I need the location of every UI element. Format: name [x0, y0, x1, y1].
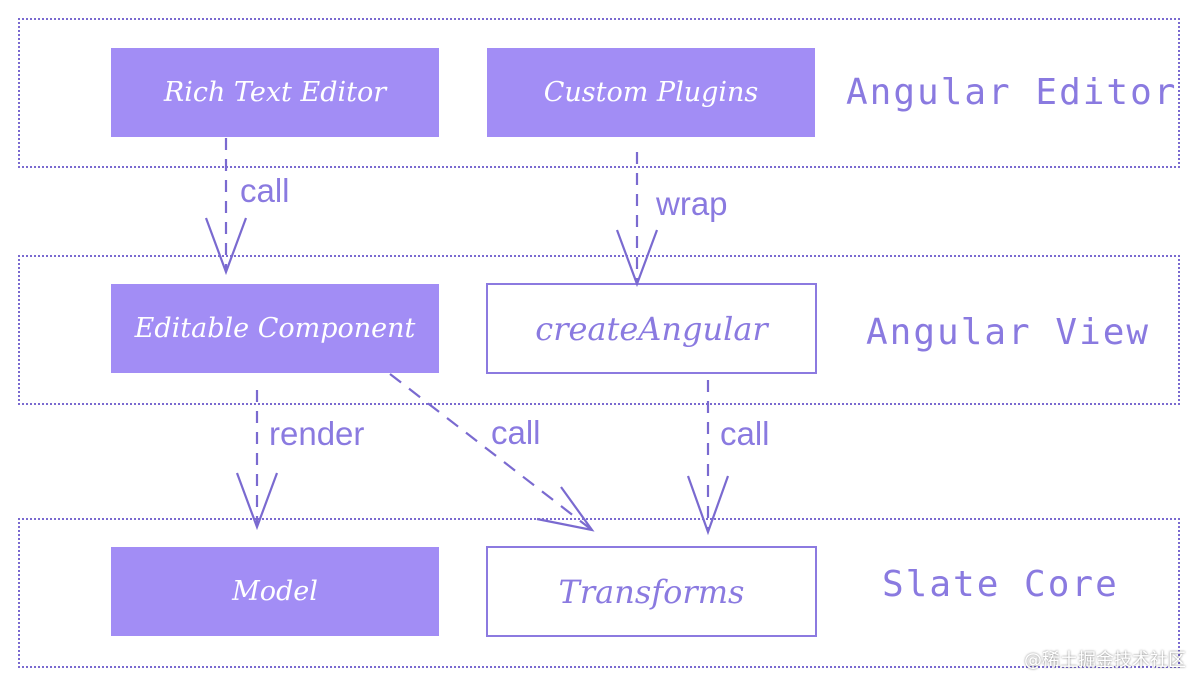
watermark: @稀土掘金技术社区	[1024, 650, 1186, 671]
rich-text-editor-box: Rich Text Editor	[111, 48, 439, 137]
arrow-plugins-to-create	[615, 152, 659, 288]
transforms-box: Transforms	[486, 546, 817, 637]
arrow-editable-to-model	[235, 390, 279, 531]
layer-label-angular-view: Angular View	[866, 312, 1151, 353]
arrow-editor-to-editable	[204, 138, 248, 276]
editable-component-box: Editable Component	[111, 284, 439, 373]
layer-label-slate-core: Slate Core	[882, 564, 1119, 605]
edge-label-plugins-wrap: wrap	[656, 185, 728, 222]
edge-label-create-call: call	[720, 415, 770, 452]
create-angular-box: createAngular	[486, 283, 817, 374]
arrow-editable-to-transforms	[389, 373, 595, 532]
layer-angular-view	[18, 255, 1180, 405]
model-box: Model	[111, 547, 439, 636]
custom-plugins-box: Custom Plugins	[487, 48, 815, 137]
layer-slate-core	[18, 518, 1180, 668]
edge-label-editable-call: call	[491, 414, 541, 451]
edge-label-editable-render: render	[269, 415, 365, 452]
layer-angular-editor	[18, 18, 1180, 168]
arrow-create-to-transforms	[686, 380, 730, 536]
edge-label-editor-call: call	[240, 172, 290, 209]
layer-label-angular-editor: Angular Editor	[846, 72, 1178, 113]
